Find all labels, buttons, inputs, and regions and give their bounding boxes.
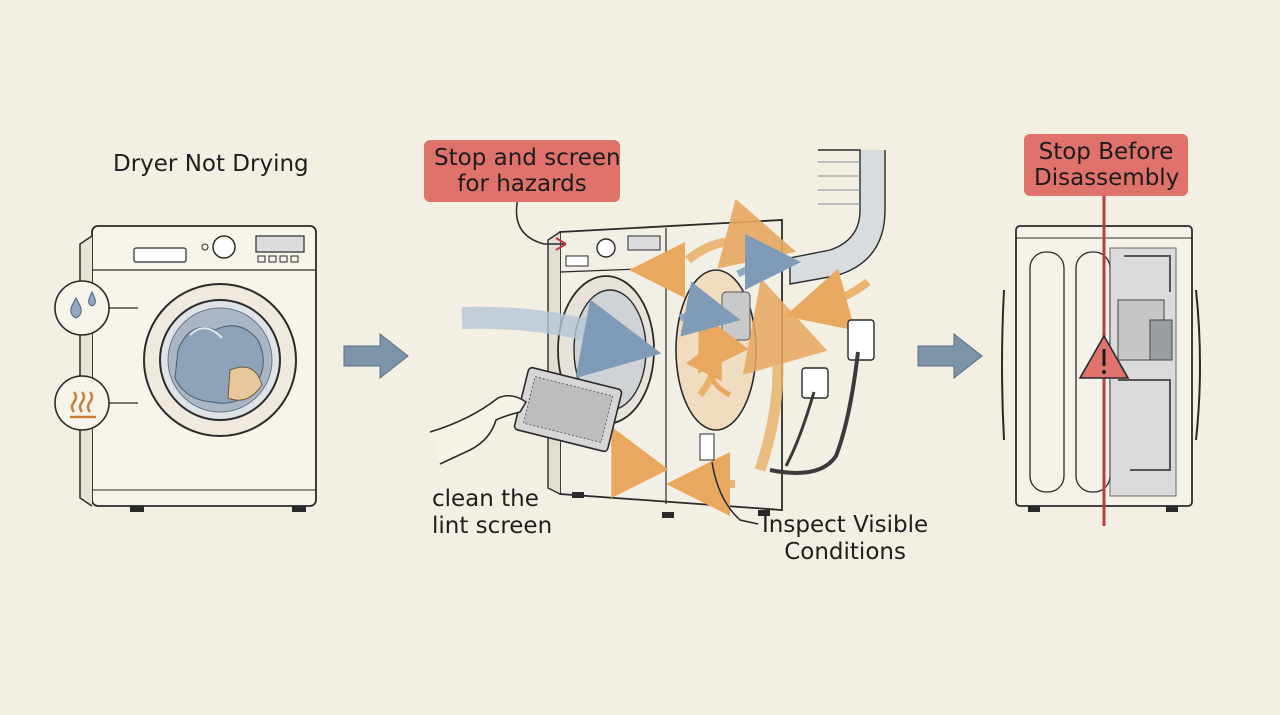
stop-badge-line-2: Disassembly bbox=[1034, 165, 1180, 191]
lint-label-line-2: lint screen bbox=[432, 513, 553, 539]
next-step-arrow-2 bbox=[917, 332, 983, 380]
hazard-screen-badge: Stop and screen for hazards bbox=[424, 140, 621, 202]
inspect-label-line-1: Inspect Visible bbox=[762, 512, 929, 538]
hazard-badge-line-1: Stop and screen bbox=[434, 145, 621, 171]
stop-badge-line-1: Stop Before bbox=[1038, 139, 1174, 165]
heat-waves-icon bbox=[54, 375, 138, 431]
inspect-label-line-2: Conditions bbox=[784, 539, 906, 565]
dryer-cutaway-view bbox=[429, 149, 886, 518]
hazard-badge-line-2: for hazards bbox=[457, 171, 587, 197]
lint-label-line-1: clean the bbox=[432, 486, 539, 512]
dryer-front-view bbox=[79, 225, 317, 512]
inspect-conditions-label: Inspect Visible Conditions bbox=[762, 512, 928, 566]
step1-title: Dryer Not Drying bbox=[113, 151, 309, 177]
callout-line-inspect bbox=[711, 461, 759, 525]
callout-arrowhead bbox=[555, 237, 567, 251]
water-drops-icon bbox=[54, 280, 138, 336]
callout-line-hazards bbox=[515, 197, 566, 245]
lint-screen-label: clean the lint screen bbox=[432, 486, 552, 540]
stop-disassembly-badge: Stop Before Disassembly bbox=[1024, 134, 1188, 196]
warning-triangle-icon bbox=[1078, 334, 1130, 379]
next-step-arrow-1 bbox=[343, 332, 409, 380]
